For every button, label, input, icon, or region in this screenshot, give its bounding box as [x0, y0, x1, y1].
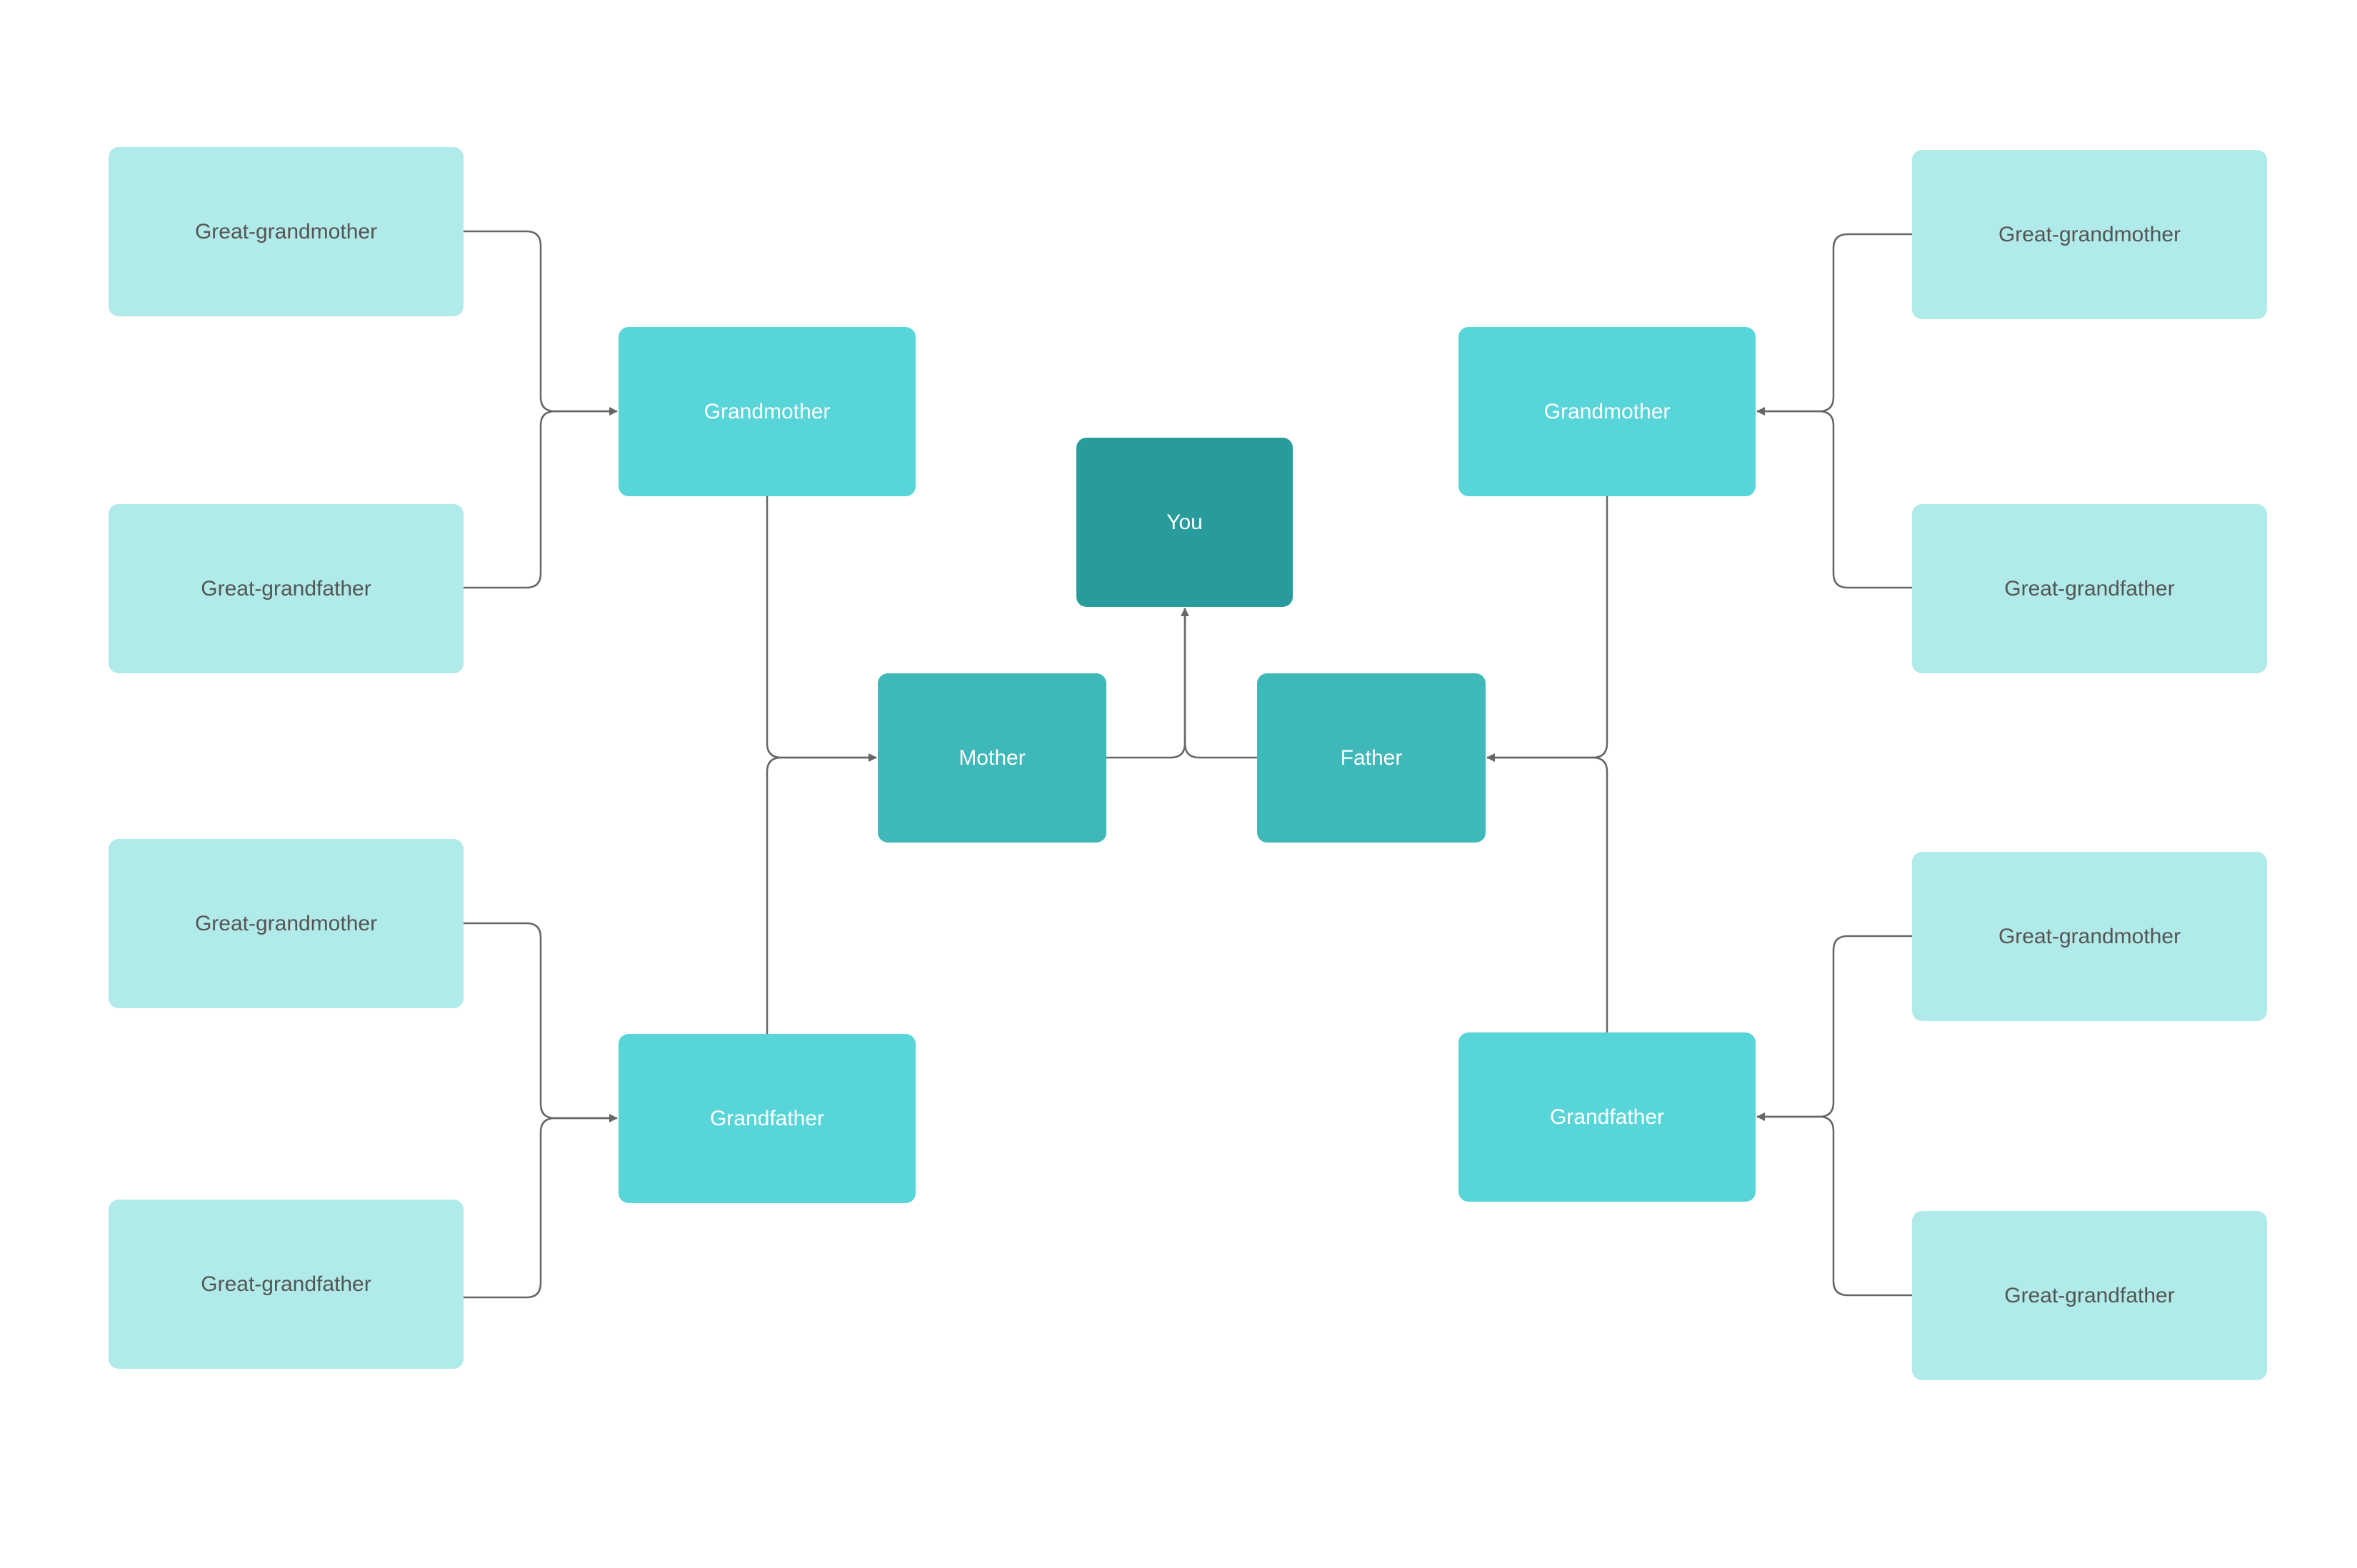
connector-ggf3-to-gm-f [1757, 410, 1912, 589]
node-great-grandfather-3[interactable]: Great-grandfather [1912, 504, 2267, 673]
connector-father-to-you [1183, 608, 1257, 759]
node-great-grandfather-4[interactable]: Great-grandfather [1912, 1211, 2267, 1380]
connector-ggf2-to-gf-m [464, 1117, 617, 1299]
node-great-grandfather-1[interactable]: Great-grandfather [109, 504, 464, 673]
node-great-grandfather-2[interactable]: Great-grandfather [109, 1200, 464, 1369]
connector-ggf1-to-gm-m [464, 410, 617, 589]
connector-gf-f-to-father [1487, 756, 1608, 1032]
connector-ggf4-to-gf-f [1757, 1115, 1912, 1297]
node-great-grandmother-3[interactable]: Great-grandmother [1912, 150, 2267, 319]
node-great-grandmother-4[interactable]: Great-grandmother [1912, 852, 2267, 1021]
connector-ggm2-to-gf-m [464, 922, 618, 1122]
connector-ggm3-to-gm-f [1756, 233, 1912, 416]
connector-mother-to-you [1106, 608, 1189, 759]
connector-gm-m-to-mother [766, 496, 877, 762]
node-you[interactable]: You [1076, 438, 1293, 607]
node-great-grandmother-2[interactable]: Great-grandmother [109, 839, 464, 1008]
node-great-grandmother-1[interactable]: Great-grandmother [109, 147, 464, 316]
node-paternal-grandmother[interactable]: Grandmother [1458, 327, 1756, 496]
node-mother[interactable]: Mother [878, 673, 1106, 843]
node-father[interactable]: Father [1257, 673, 1486, 843]
node-maternal-grandmother[interactable]: Grandmother [619, 327, 916, 496]
node-paternal-grandfather[interactable]: Grandfather [1458, 1032, 1756, 1202]
connector-gm-f-to-father [1486, 496, 1608, 762]
connector-ggm1-to-gm-m [464, 230, 618, 416]
node-maternal-grandfather[interactable]: Grandfather [619, 1034, 916, 1203]
connector-ggm4-to-gf-f [1756, 935, 1912, 1121]
connector-gf-m-to-mother [766, 756, 876, 1034]
